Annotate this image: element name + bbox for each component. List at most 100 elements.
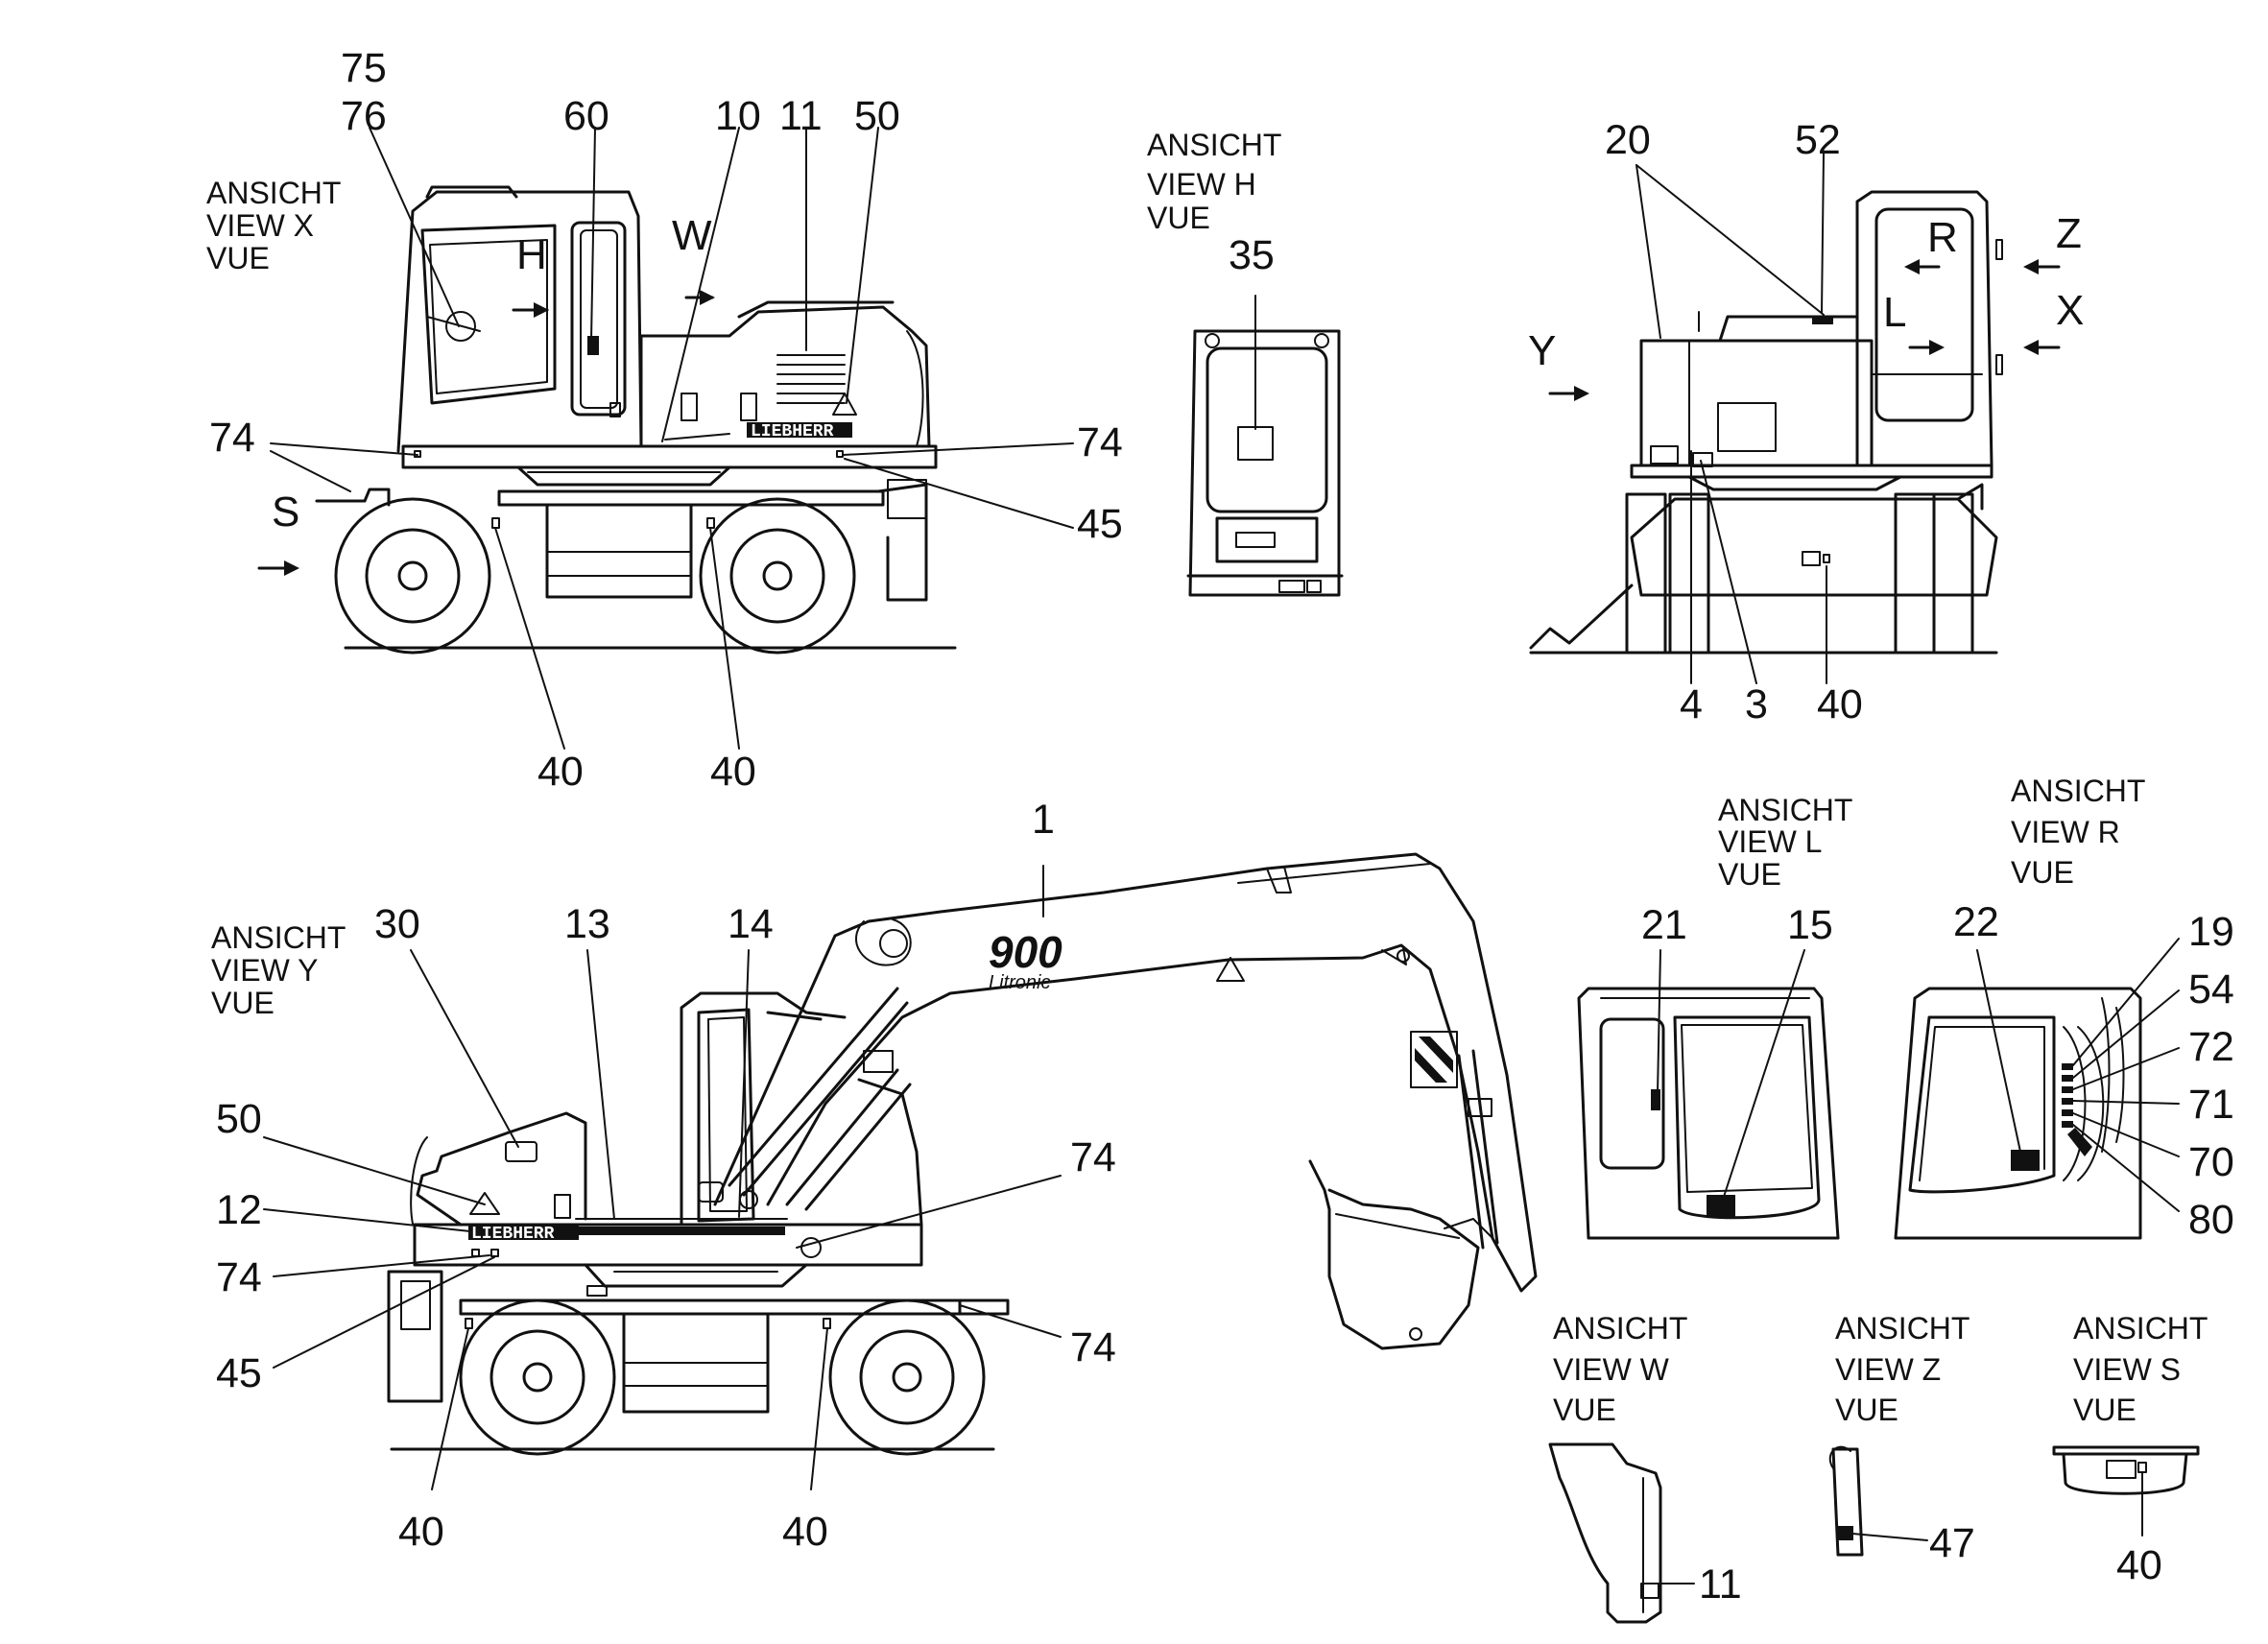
callout-21: 21	[1641, 902, 1687, 948]
brand-logo: Litronic	[989, 972, 1050, 993]
callout-30: 30	[374, 901, 420, 947]
model-logo: 900	[989, 927, 1062, 977]
view-w-drawing	[1548, 1442, 1662, 1624]
svg-text:VUE: VUE	[1718, 857, 1781, 892]
view-l-caption: ANSICHT VIEW L VUE	[1718, 793, 1852, 892]
arrow-letter-z: Z	[2056, 210, 2082, 257]
callout-15: 15	[1787, 902, 1833, 948]
leaders-view-x	[270, 127, 1074, 750]
svg-text:VUE: VUE	[1147, 201, 1210, 235]
side-view-x-drawing: LIEBHERR	[257, 185, 957, 655]
view-r-cab-drawing	[1894, 987, 2142, 1240]
callout-47: 47	[1929, 1520, 1975, 1566]
view-s-caption: ANSICHT VIEW S VUE	[2073, 1311, 2208, 1427]
svg-text:VIEW L: VIEW L	[1718, 824, 1822, 859]
engine-grille	[776, 354, 846, 404]
svg-text:ANSICHT: ANSICHT	[206, 176, 341, 210]
svg-text:VUE: VUE	[1835, 1393, 1898, 1427]
callout-72: 72	[2188, 1024, 2234, 1070]
side-view-y-drawing: LIEBHERR	[387, 852, 1538, 1456]
svg-text:ANSICHT: ANSICHT	[211, 920, 346, 955]
callout-40-s: 40	[2116, 1542, 2162, 1588]
liebherr-stripe-side: LIEBHERR	[751, 422, 834, 441]
callout-10: 10	[715, 93, 761, 139]
callout-60: 60	[563, 93, 609, 139]
view-z-caption: ANSICHT VIEW Z VUE	[1835, 1311, 1970, 1427]
svg-text:ANSICHT: ANSICHT	[2011, 774, 2145, 808]
view-x-caption: ANSICHT VIEW X VUE	[206, 176, 341, 275]
view-z-drawing	[1828, 1445, 1864, 1557]
callout-20: 20	[1605, 117, 1651, 163]
leaders-view-y	[1635, 153, 1827, 684]
arrow-letter-w: W	[672, 212, 712, 259]
callout-3: 3	[1745, 681, 1768, 727]
liebherr-stripe-rear: LIEBHERR	[471, 1225, 555, 1244]
callout-74-yr: 74	[1070, 1324, 1116, 1370]
svg-text:VIEW X: VIEW X	[206, 208, 314, 243]
svg-text:ANSICHT: ANSICHT	[1553, 1311, 1687, 1346]
callout-1: 1	[1032, 797, 1055, 843]
callout-40-ya: 40	[398, 1509, 444, 1555]
callout-13: 13	[564, 901, 610, 947]
svg-text:VIEW R: VIEW R	[2011, 815, 2120, 849]
callout-75: 75	[341, 45, 387, 91]
callout-35: 35	[1229, 232, 1275, 278]
view-w-caption: ANSICHT VIEW W VUE	[1553, 1311, 1687, 1427]
callout-74-xr: 74	[1077, 419, 1123, 465]
callout-22: 22	[1953, 899, 1999, 945]
callout-45-y: 45	[216, 1350, 262, 1396]
svg-text:VUE: VUE	[2011, 855, 2074, 890]
callout-76: 76	[341, 93, 387, 139]
svg-text:ANSICHT: ANSICHT	[2073, 1311, 2208, 1346]
view-h-caption: ANSICHT VIEW H VUE	[1147, 128, 1281, 235]
callout-40-yb: 40	[782, 1509, 828, 1555]
view-s-drawing	[2052, 1445, 2200, 1495]
arrow-letter-x: X	[2056, 287, 2084, 334]
callout-40-xb: 40	[710, 749, 756, 795]
svg-text:VIEW Z: VIEW Z	[1835, 1352, 1941, 1387]
svg-text:VIEW H: VIEW H	[1147, 167, 1256, 202]
leaders-view-r	[1976, 938, 2180, 1212]
callout-45-x: 45	[1077, 501, 1123, 547]
svg-text:ANSICHT: ANSICHT	[1147, 128, 1281, 162]
callout-40-y: 40	[1817, 681, 1863, 727]
callout-71: 71	[2188, 1082, 2234, 1128]
view-r-caption: ANSICHT VIEW R VUE	[2011, 774, 2145, 890]
callout-74-ym: 74	[1070, 1134, 1116, 1180]
view-y-rear-drawing	[1529, 190, 2061, 655]
arrow-letter-y: Y	[1528, 327, 1556, 374]
view-h-cab-rear-drawing	[1186, 295, 1344, 597]
arrow-letter-s: S	[272, 488, 299, 536]
callout-numbers: 75 76 60 10 11 50 74 74 45 40 40 35 20 5…	[209, 45, 2234, 1608]
leader-47	[1851, 1533, 1928, 1541]
callout-74-xl: 74	[209, 415, 255, 461]
svg-text:VIEW Y: VIEW Y	[211, 953, 318, 988]
callout-50: 50	[854, 93, 900, 139]
callout-4: 4	[1680, 681, 1703, 727]
leaders-view-y-full	[263, 865, 1062, 1490]
callout-11-w: 11	[1699, 1561, 1742, 1608]
callout-54: 54	[2188, 966, 2234, 1013]
svg-text:VIEW S: VIEW S	[2073, 1352, 2181, 1387]
arrow-letter-l: L	[1883, 289, 1906, 336]
callout-50-y: 50	[216, 1096, 262, 1142]
view-y-caption: ANSICHT VIEW Y VUE	[211, 920, 346, 1020]
svg-text:VUE: VUE	[2073, 1393, 2137, 1427]
svg-text:ANSICHT: ANSICHT	[1835, 1311, 1970, 1346]
svg-text:VUE: VUE	[206, 241, 270, 275]
callout-12: 12	[216, 1187, 262, 1233]
view-l-cab-drawing	[1577, 987, 1840, 1240]
svg-text:VUE: VUE	[1553, 1393, 1616, 1427]
callout-11: 11	[779, 93, 823, 139]
callout-40-xa: 40	[537, 749, 584, 795]
callout-80: 80	[2188, 1197, 2234, 1243]
arrow-letter-h: H	[516, 231, 547, 278]
callout-70: 70	[2188, 1139, 2234, 1185]
svg-text:ANSICHT: ANSICHT	[1718, 793, 1852, 827]
svg-text:VUE: VUE	[211, 986, 275, 1020]
callout-52: 52	[1795, 117, 1841, 163]
callout-74-yl: 74	[216, 1254, 262, 1300]
arrow-letter-r: R	[1927, 214, 1958, 261]
callout-14: 14	[728, 901, 774, 947]
